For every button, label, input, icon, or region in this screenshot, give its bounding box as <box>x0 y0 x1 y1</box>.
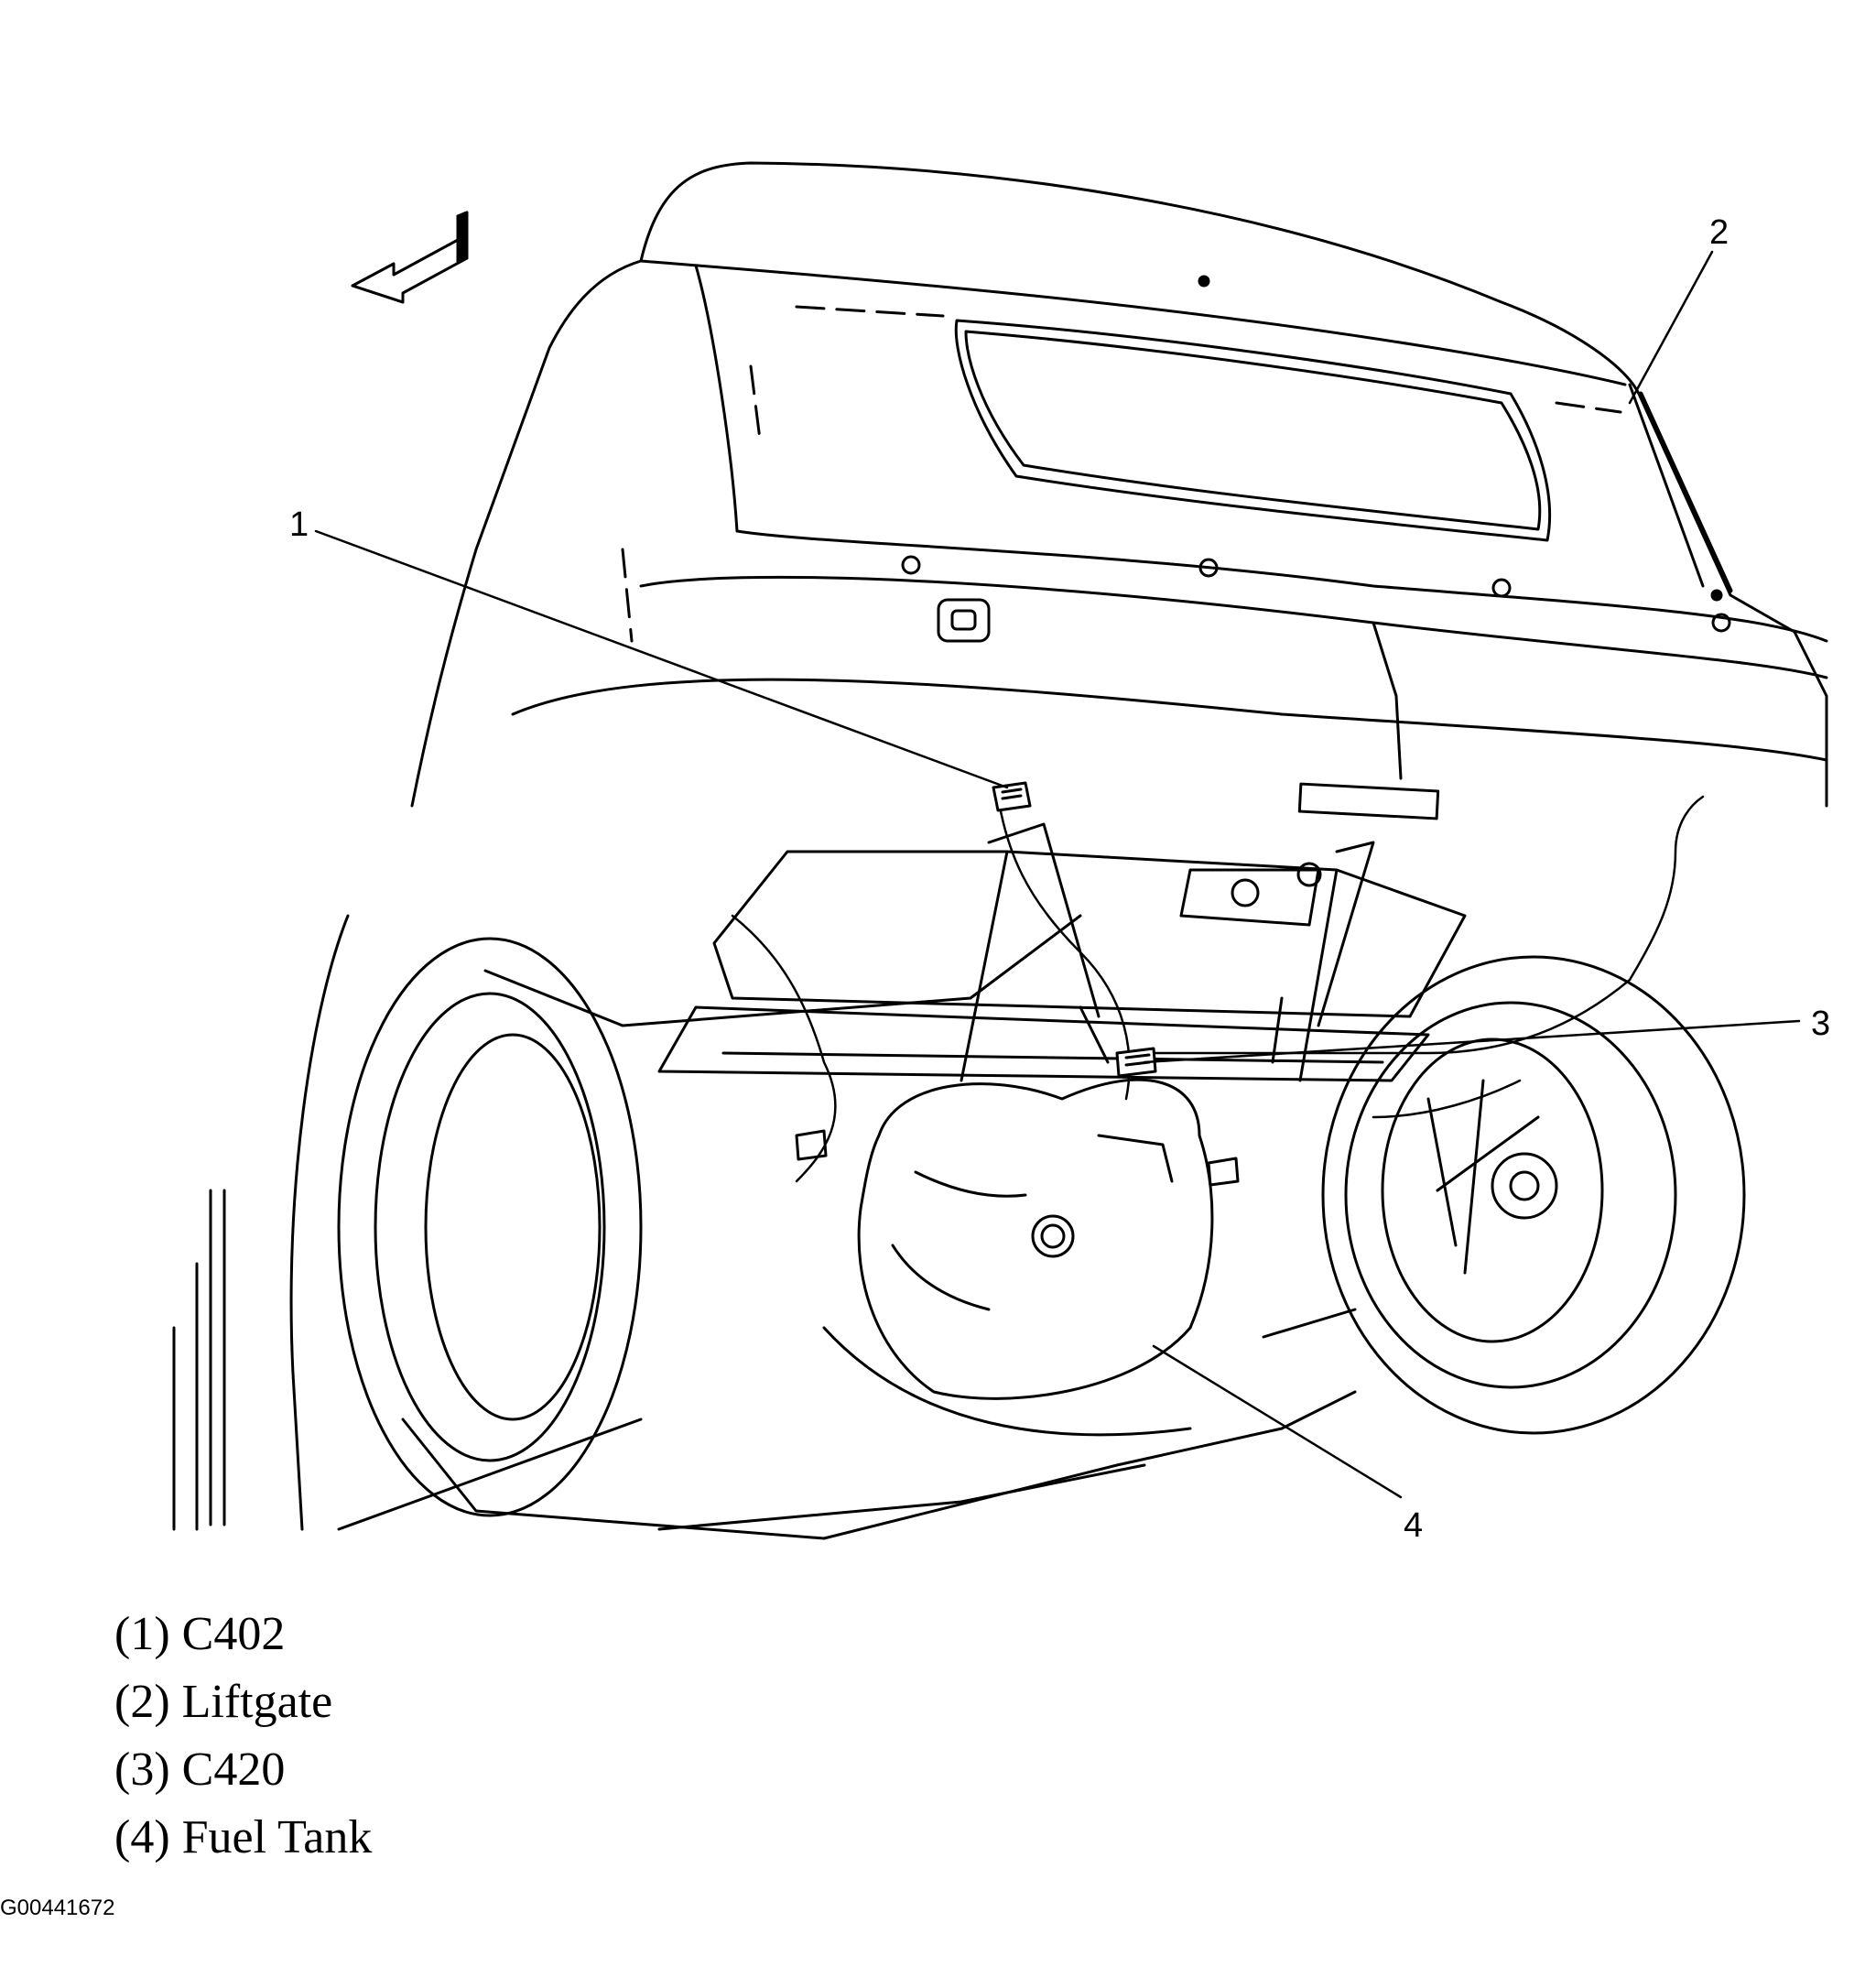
forward-arrow-icon <box>351 211 469 304</box>
legend-list: (1) C402 (2) Liftgate (3) C420 (4) Fuel … <box>114 1601 372 1872</box>
callout-2: 2 <box>1709 213 1729 252</box>
c402-connector <box>992 781 1032 812</box>
legend-item-liftgate: (2) Liftgate <box>114 1676 333 1728</box>
figure-id: G00441672 <box>0 1896 115 1920</box>
callout-4: 4 <box>1404 1506 1423 1545</box>
wiring-harness <box>731 795 1705 1183</box>
underbody-floor <box>172 1262 1357 1540</box>
callout-1: 1 <box>289 505 309 544</box>
legend-item-c420: (3) C420 <box>114 1744 286 1796</box>
vehicle-underbody-diagram: 1 2 3 4 <box>172 161 1830 1545</box>
liftgate-body-outline <box>410 161 1828 1027</box>
callout-3: 3 <box>1811 1005 1830 1043</box>
fuel-tank-outline <box>822 1078 1214 1437</box>
callout-leader-lines <box>314 250 1801 1499</box>
legend-item-fuel-tank: (4) Fuel Tank <box>114 1811 373 1863</box>
legend-item-c402: (1) C402 <box>114 1608 286 1660</box>
left-rear-tire <box>209 914 643 1531</box>
